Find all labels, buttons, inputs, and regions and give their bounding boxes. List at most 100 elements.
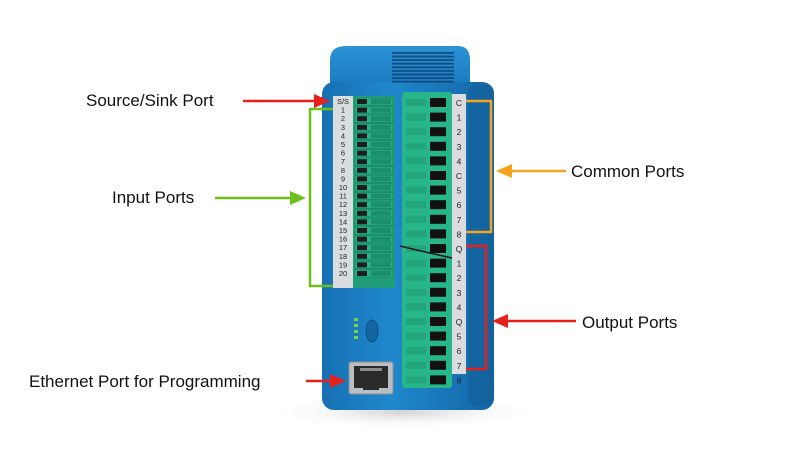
output-terminal-hole[interactable] [430, 331, 446, 341]
output-terminal-label: 8 [457, 375, 462, 385]
terminal-screw [357, 176, 367, 182]
right-label-strip [452, 94, 466, 374]
output-terminal-hole[interactable] [430, 375, 446, 385]
input-terminal-number: 11 [339, 192, 347, 201]
output-terminal-holes [406, 98, 446, 385]
output-terminal-ridge [406, 288, 426, 296]
terminal-screw [357, 262, 367, 268]
output-terminal-hole[interactable] [430, 273, 446, 283]
output-terminal-ridge [406, 318, 426, 325]
terminal-screw [357, 193, 367, 199]
output-terminal-hole[interactable] [430, 229, 446, 239]
output-terminal-label: Q [456, 317, 463, 327]
vent-slot [392, 77, 454, 79]
input-terminal-number: 20 [339, 269, 347, 278]
terminal-screw [357, 150, 367, 156]
terminal-screw [357, 245, 367, 251]
terminal-screw [357, 133, 367, 139]
source-sink-port-label: Source/Sink Port [86, 91, 214, 110]
input-terminal-number: 5 [341, 140, 345, 149]
common-terminal-label: 7 [457, 215, 462, 225]
input-terminal-number: 17 [339, 243, 347, 252]
output-terminal-hole[interactable] [430, 185, 446, 195]
vent-slot [392, 52, 454, 54]
terminal-clamp [371, 159, 391, 165]
terminal-clamp [371, 202, 391, 208]
common-ports-label: Common Ports [571, 162, 685, 181]
ethernet-port[interactable] [348, 361, 394, 395]
terminal-clamp [371, 228, 391, 233]
output-terminal-label: 3 [457, 288, 462, 298]
input-terminal-number: 10 [339, 183, 347, 192]
output-terminal-block [402, 92, 452, 388]
terminal-clamp [371, 142, 391, 147]
input-ports-label: Input Ports [112, 188, 195, 207]
terminal-clamp [371, 210, 391, 216]
output-terminal-hole[interactable] [430, 258, 446, 268]
input-terminal-number: 8 [341, 166, 345, 175]
input-bracket [215, 107, 333, 288]
terminal-screw [357, 271, 367, 276]
terminal-clamp [371, 99, 391, 104]
output-terminal-hole[interactable] [430, 360, 446, 370]
status-leds [354, 318, 358, 339]
output-terminal-ridge [406, 361, 426, 369]
output-terminal-ridge [406, 157, 426, 165]
common-terminal-label: 1 [457, 113, 462, 123]
output-terminal-hole[interactable] [430, 156, 446, 166]
vent-slot [392, 55, 454, 58]
terminal-clamp [371, 107, 391, 113]
output-terminal-ridge [406, 347, 426, 355]
output-terminal-ridge [406, 215, 426, 223]
mode-button[interactable] [365, 319, 379, 343]
terminal-clamp [371, 193, 391, 199]
jumper-wire [399, 245, 453, 259]
output-terminal-ridge [406, 303, 426, 311]
output-terminal-hole[interactable] [430, 317, 446, 326]
output-terminal-hole[interactable] [430, 127, 446, 137]
output-terminal-ridge [406, 128, 426, 136]
output-terminal-ridge [406, 376, 426, 384]
output-terminal-ridge [406, 142, 426, 150]
terminal-screw [357, 185, 367, 190]
output-ports-label: Output Ports [582, 313, 678, 332]
output-terminal-label: 2 [457, 273, 462, 283]
output-terminal-ridge [406, 186, 426, 194]
terminal-clamp [371, 116, 391, 122]
common-bracket [466, 99, 566, 234]
common-terminal-label: 8 [457, 229, 462, 239]
terminal-screw [357, 236, 367, 242]
terminal-clamp [371, 219, 391, 225]
input-terminal-screws [354, 97, 394, 278]
output-terminal-label: 4 [457, 302, 462, 312]
output-terminal-hole[interactable] [430, 98, 446, 107]
output-terminal-hole[interactable] [430, 287, 446, 297]
common-terminal-label: 2 [457, 127, 462, 137]
output-terminal-hole[interactable] [430, 346, 446, 356]
input-terminal-number: 9 [341, 174, 345, 183]
terminal-screw [357, 219, 367, 225]
terminal-clamp [371, 253, 391, 259]
output-terminal-hole[interactable] [430, 200, 446, 210]
terminal-clamp [371, 185, 391, 190]
output-bracket [466, 244, 576, 371]
input-terminal-number: 7 [341, 157, 345, 166]
output-terminal-hole[interactable] [430, 214, 446, 224]
input-terminal-number: 1 [341, 106, 345, 115]
left-label-strip [333, 96, 353, 288]
output-terminal-hole[interactable] [430, 171, 446, 180]
terminal-screw [357, 228, 367, 233]
terminal-screw [357, 210, 367, 216]
input-terminal-number: 3 [341, 123, 345, 132]
terminal-screw [357, 253, 367, 259]
output-terminal-hole[interactable] [430, 141, 446, 151]
common-terminal-label: 3 [457, 142, 462, 152]
terminal-screw [357, 167, 367, 173]
output-terminal-hole[interactable] [430, 112, 446, 122]
top-vents [392, 52, 454, 83]
input-terminal-number: 14 [339, 217, 347, 226]
common-terminal-label: 5 [457, 186, 462, 196]
output-terminal-hole[interactable] [430, 302, 446, 312]
terminal-screw [357, 202, 367, 208]
output-terminal-hole[interactable] [430, 244, 446, 253]
